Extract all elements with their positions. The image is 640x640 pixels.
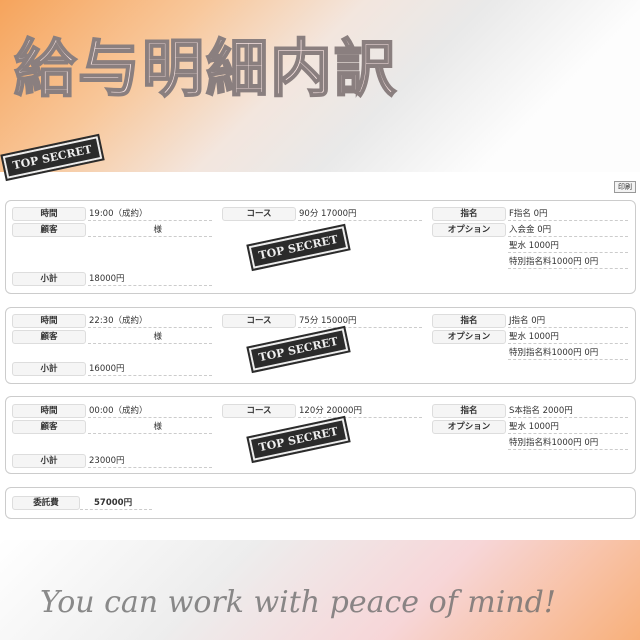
subtotal-value: 16000円 (88, 362, 212, 376)
course-value: 120分 20000円 (298, 404, 422, 418)
commission-label: 委託費 (12, 496, 80, 510)
time-value: 00:00（成約） (88, 404, 212, 418)
customer-label: 顧客 (12, 223, 86, 237)
course-value: 75分 15000円 (298, 314, 422, 328)
customer-value: 様 (88, 330, 212, 344)
customer-value: 様 (88, 223, 212, 237)
option-value: 特別指名料1000円 0円 (508, 436, 628, 450)
option-value: 特別指名料1000円 0円 (508, 255, 628, 269)
footer-background (0, 540, 640, 640)
time-label: 時間 (12, 404, 86, 418)
time-value: 22:30（成約） (88, 314, 212, 328)
option-label: オプション (432, 330, 506, 344)
option-value: 聖水 1000円 (508, 420, 628, 434)
course-label: コース (222, 207, 296, 221)
header-background (0, 0, 640, 175)
option-value: 聖水 1000円 (508, 330, 628, 344)
option-label: オプション (432, 420, 506, 434)
nomination-label: 指名 (432, 314, 506, 328)
option-value: 聖水 1000円 (508, 239, 628, 253)
nomination-label: 指名 (432, 207, 506, 221)
customer-label: 顧客 (12, 330, 86, 344)
course-value: 90分 17000円 (298, 207, 422, 221)
time-value: 19:00（成約） (88, 207, 212, 221)
customer-value: 様 (88, 420, 212, 434)
subtotal-value: 23000円 (88, 454, 212, 468)
entry-card: 時間 19:00（成約） 顧客 様 小計 18000円 コース 90分 1700… (5, 200, 636, 294)
nomination-label: 指名 (432, 404, 506, 418)
nomination-value: F指名 0円 (508, 207, 628, 221)
subtotal-label: 小計 (12, 454, 86, 468)
option-value: 特別指名料1000円 0円 (508, 346, 628, 360)
customer-label: 顧客 (12, 420, 86, 434)
print-button[interactable]: 印刷 (614, 181, 636, 193)
option-label: オプション (432, 223, 506, 237)
commission-value: 57000円 (80, 496, 152, 510)
time-label: 時間 (12, 207, 86, 221)
course-label: コース (222, 314, 296, 328)
subtotal-value: 18000円 (88, 272, 212, 286)
time-label: 時間 (12, 314, 86, 328)
nomination-value: J指名 0円 (508, 314, 628, 328)
course-label: コース (222, 404, 296, 418)
total-card: 委託費 57000円 (5, 487, 636, 519)
option-value: 入会金 0円 (508, 223, 628, 237)
subtotal-label: 小計 (12, 362, 86, 376)
subtotal-label: 小計 (12, 272, 86, 286)
nomination-value: S本指名 2000円 (508, 404, 628, 418)
page-title: 給与明細内訳 (13, 31, 399, 106)
